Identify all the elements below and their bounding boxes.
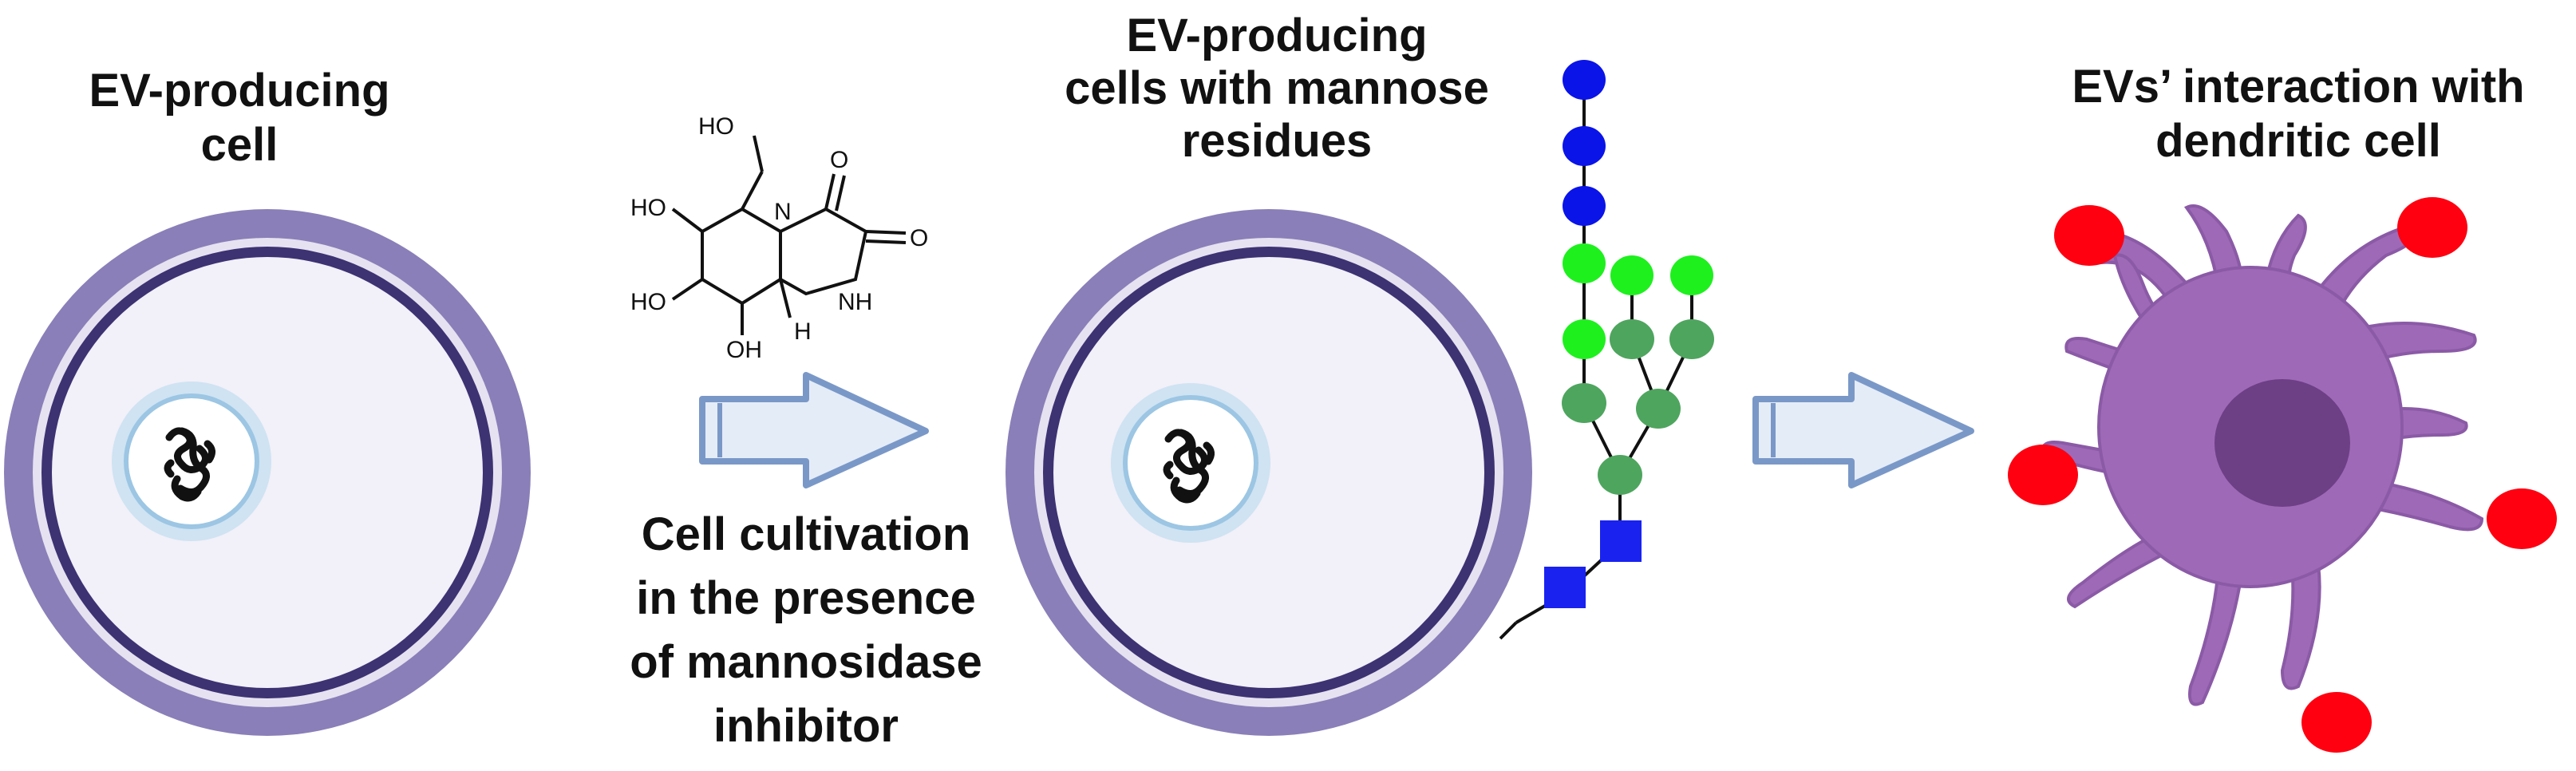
cell-1-dna-icon (164, 427, 215, 502)
atom-h: H (794, 318, 812, 345)
mannose-bright-green-2 (1563, 243, 1606, 283)
ev-producing-cell-2 (1006, 209, 1532, 736)
step-caption-line-4: inhibitor (713, 700, 899, 752)
dendritic-title: EVs’ interaction with dendritic cell (2019, 60, 2576, 168)
cell-2-dna-icon (1163, 429, 1215, 504)
step-caption-line-1: Cell cultivation (641, 508, 971, 560)
step-caption-line-2: in the presence (636, 572, 976, 624)
dendritic-cell-nucleus (2214, 379, 2350, 507)
cell-1-nucleus (112, 382, 271, 541)
cell-2-title-line-3: residues (1181, 115, 1373, 167)
glycan-green-node-4 (1610, 319, 1654, 359)
ev-particle-5 (2301, 692, 2372, 753)
process-arrow-1 (699, 372, 929, 488)
atom-ho-1: HO (698, 113, 734, 140)
ev-particle-2 (2397, 197, 2467, 258)
mannose-blue-1 (1563, 186, 1606, 226)
ev-particle-4 (2487, 488, 2557, 549)
cell-1-title: EV-producing cell (72, 64, 407, 172)
glycan-green-node-5 (1669, 319, 1714, 359)
ev-particle-3 (2008, 445, 2078, 505)
process-arrow-2 (1752, 372, 1974, 488)
ev-particle-1 (2054, 205, 2124, 266)
cell-2-title-line-2: cells with mannose (1065, 62, 1489, 114)
ev-producing-cell-1 (4, 209, 531, 736)
glycan-green-node-1 (1598, 455, 1642, 495)
glycan-green-node-2 (1562, 383, 1606, 423)
mannose-bright-green-3 (1610, 255, 1653, 295)
atom-oh: OH (726, 337, 762, 363)
cell-1-title-line-1: EV-producing (89, 65, 390, 117)
cell-2-nucleus (1111, 383, 1270, 543)
mannose-bright-green-4 (1670, 255, 1713, 295)
step-caption-line-3: of mannosidase (630, 636, 982, 688)
atom-ho-2: HO (630, 195, 666, 221)
mannose-blue-2 (1563, 126, 1606, 166)
cell-2-title-line-1: EV-producing (1126, 10, 1428, 61)
step-caption: Cell cultivation in the presence of mann… (583, 503, 1029, 758)
glcnac-square-2 (1600, 520, 1642, 562)
cell-2-title: EV-producing cells with mannose residues (990, 10, 1564, 168)
mannose-blue-3 (1563, 60, 1606, 100)
dendritic-title-line-1: EVs’ interaction with (2072, 61, 2525, 113)
glycan-green-node-3 (1636, 389, 1681, 429)
mannose-bright-green-1 (1563, 319, 1606, 359)
dendritic-title-line-2: dendritic cell (2155, 115, 2441, 167)
atom-nh: NH (838, 289, 872, 315)
inhibitor-molecule-structure (671, 135, 907, 335)
mannose-glycan-tree (1499, 60, 1714, 640)
dendritic-cell (2008, 197, 2557, 753)
cell-1-title-line-2: cell (200, 119, 279, 171)
glcnac-square-1 (1544, 567, 1586, 608)
atom-o-2: O (910, 225, 928, 251)
inhibitor-molecule-atoms: HO HO HO OH N O O NH H (630, 113, 928, 363)
atom-o-1: O (830, 147, 848, 173)
atom-n: N (774, 199, 792, 225)
atom-ho-3: HO (630, 289, 666, 315)
